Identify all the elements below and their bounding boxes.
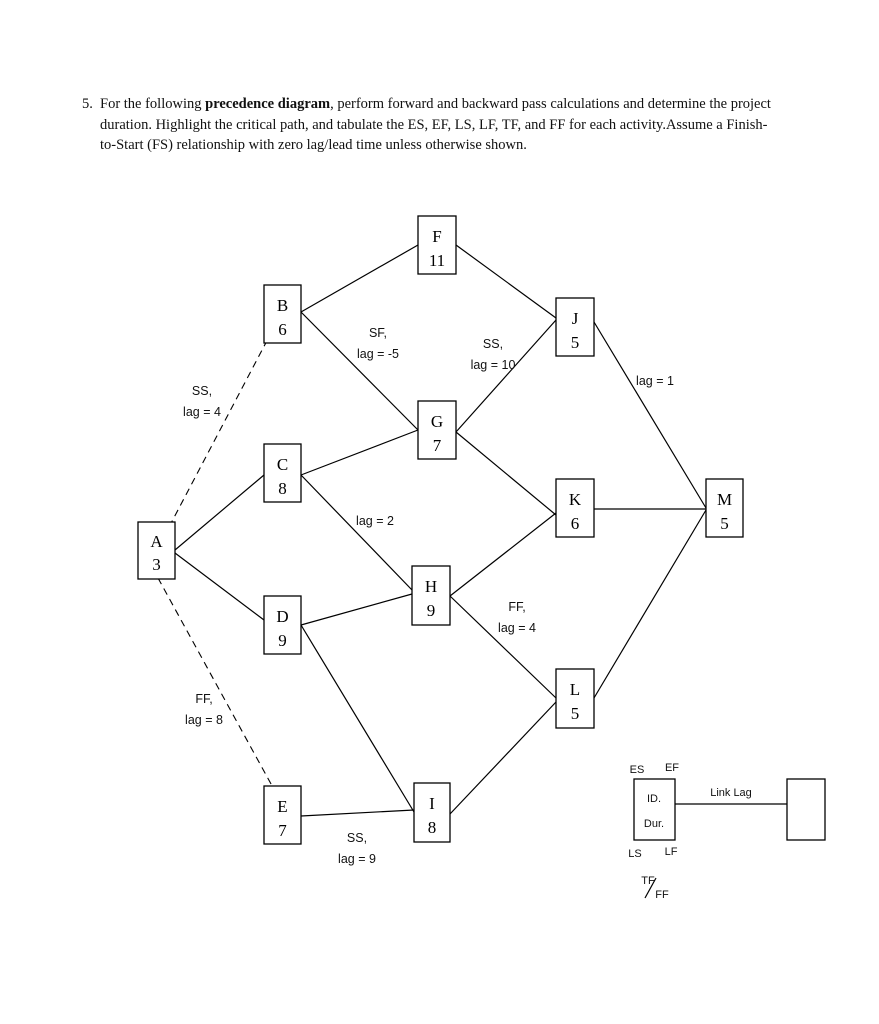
node-b-id: B — [277, 296, 288, 315]
label-bg-lag: lag = -5 — [357, 347, 399, 361]
label-gj-type: SS, — [483, 337, 503, 351]
node-j-id: J — [572, 309, 579, 328]
label-bg-type: SF, — [369, 326, 387, 340]
node-b-duration: 6 — [278, 320, 287, 339]
node-m-id: M — [717, 490, 732, 509]
link-labels: SS, lag = 4 SF, lag = -5 SS, lag = 10 la… — [183, 326, 674, 866]
link-a-d — [174, 552, 265, 621]
node-i-id: I — [429, 794, 435, 813]
link-a-e — [157, 577, 283, 805]
node-m-duration: 5 — [720, 514, 729, 533]
link-d-h — [300, 593, 413, 626]
node-k-id: K — [569, 490, 582, 509]
activity-node-g: G 7 — [417, 400, 457, 460]
node-d-id: D — [276, 607, 288, 626]
node-e-duration: 7 — [278, 821, 287, 840]
label-hl-lag: lag = 4 — [498, 621, 536, 635]
node-f-id: F — [432, 227, 441, 246]
node-i-duration: 8 — [428, 818, 437, 837]
node-a-id: A — [150, 532, 163, 551]
question-text-start: For the following — [100, 96, 206, 112]
link-h-k — [449, 512, 557, 597]
label-hl-type: FF, — [508, 600, 525, 614]
label-ab-type: SS, — [192, 384, 212, 398]
node-h-duration: 9 — [427, 601, 436, 620]
link-d-i — [300, 624, 415, 813]
question-number: 5. — [82, 96, 93, 112]
activity-node-e: E 7 — [263, 785, 302, 845]
legend-lf: LF — [665, 846, 678, 858]
link-b-g — [300, 311, 419, 431]
label-ae-type: FF, — [195, 692, 212, 706]
label-ei-lag: lag = 9 — [338, 852, 376, 866]
question-text-end: , perform forward and backward pass calc… — [100, 96, 771, 154]
link-a-c — [174, 474, 265, 551]
node-c-duration: 8 — [278, 479, 287, 498]
activity-node-m: M 5 — [705, 478, 744, 538]
link-g-j — [455, 319, 557, 433]
legend-ls: LS — [628, 848, 641, 860]
link-h-l — [449, 595, 557, 699]
node-d-duration: 9 — [278, 631, 287, 650]
activity-node-d: D 9 — [263, 595, 302, 655]
link-e-i — [300, 809, 415, 817]
legend-id: ID. — [647, 793, 661, 805]
node-k-duration: 6 — [571, 514, 580, 533]
connections — [157, 244, 707, 817]
node-l-duration: 5 — [571, 704, 580, 723]
node-f-duration: 11 — [429, 251, 445, 270]
node-h-id: H — [425, 577, 437, 596]
activity-node-k: K 6 — [555, 478, 595, 538]
legend-slash — [644, 877, 657, 899]
legend-link-lag: Link Lag — [710, 787, 752, 799]
label-ei-type: SS, — [347, 831, 367, 845]
legend-dur: Dur. — [644, 818, 664, 830]
legend-node-box — [633, 778, 676, 841]
link-a-b — [157, 313, 282, 549]
link-c-h — [300, 474, 413, 591]
link-c-g — [300, 429, 419, 476]
link-i-l — [449, 701, 557, 815]
question-text: 5. For the following precedence diagram,… — [82, 94, 782, 156]
label-ch-lag: lag = 2 — [356, 514, 394, 528]
activity-node-b: B 6 — [263, 284, 302, 344]
activity-node-i: I 8 — [413, 782, 451, 843]
label-gj-lag: lag = 10 — [471, 358, 516, 372]
link-j-m — [593, 321, 707, 509]
node-j-duration: 5 — [571, 333, 580, 352]
label-ab-lag: lag = 4 — [183, 405, 221, 419]
link-b-f — [300, 244, 419, 313]
activity-node-f: F 11 — [417, 215, 457, 275]
legend-ff: FF — [655, 889, 669, 901]
label-jm-lag: lag = 1 — [636, 374, 674, 388]
question-text-bold: precedence diagram — [205, 96, 331, 112]
link-f-j — [455, 244, 557, 319]
link-l-m — [593, 509, 707, 699]
node-g-duration: 7 — [433, 436, 442, 455]
node-g-id: G — [431, 412, 443, 431]
legend-es: ES — [630, 764, 645, 776]
activity-node-h: H 9 — [411, 565, 451, 626]
node-a-duration: 3 — [152, 555, 161, 574]
activity-node-l: L 5 — [555, 668, 595, 729]
node-c-id: C — [277, 455, 288, 474]
activity-node-c: C 8 — [263, 443, 302, 503]
link-g-k — [455, 431, 557, 516]
label-ae-lag: lag = 8 — [185, 713, 223, 727]
activity-node-a: A 3 — [137, 521, 176, 580]
node-e-id: E — [277, 797, 287, 816]
legend-ef: EF — [665, 762, 679, 774]
legend: ES EF ID. Dur. LS LF Link Lag TF FF — [628, 762, 826, 901]
legend-target-box — [786, 778, 826, 841]
question-body: For the following precedence diagram, pe… — [100, 94, 782, 156]
legend-tf: TF — [641, 875, 655, 887]
activity-node-j: J 5 — [555, 297, 595, 357]
node-l-id: L — [570, 680, 580, 699]
